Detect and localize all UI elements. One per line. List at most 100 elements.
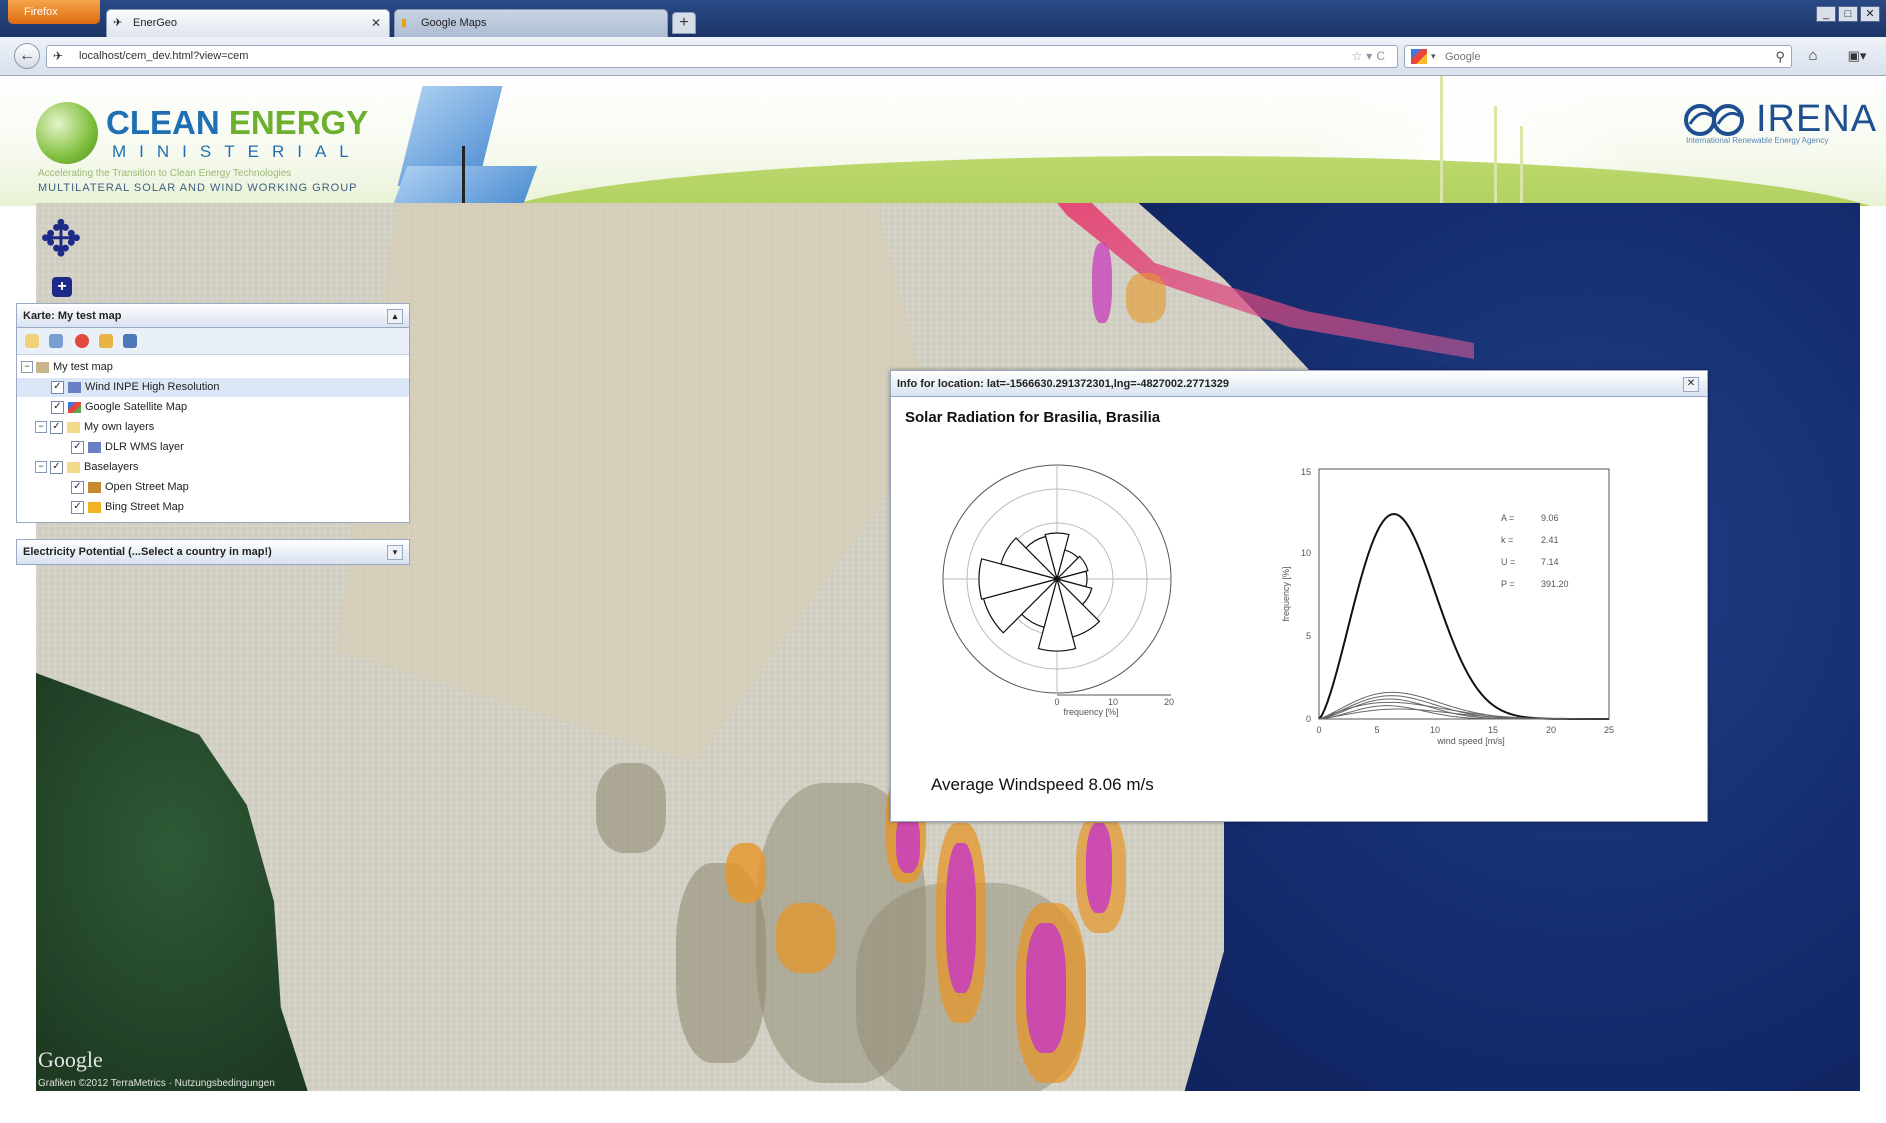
irena-logo-text: IRENA bbox=[1756, 98, 1878, 140]
y-ticks: 0 5 10 15 bbox=[1301, 467, 1311, 724]
layer-checkbox[interactable]: ✓ bbox=[51, 380, 64, 394]
tree-item-wind-inpe[interactable]: ✓Wind INPE High Resolution bbox=[17, 378, 409, 397]
tab-energeo[interactable]: ✈ EnerGeo ✕ bbox=[106, 9, 390, 37]
wind-turbine-decoration bbox=[1440, 76, 1443, 206]
clean-energy-globe-logo bbox=[36, 102, 98, 164]
layer-checkbox[interactable]: ✓ bbox=[71, 480, 84, 494]
tree-item-open-street-map[interactable]: ✓Open Street Map bbox=[71, 478, 189, 497]
layer-checkbox[interactable]: ✓ bbox=[71, 440, 84, 454]
add-layer-icon[interactable] bbox=[49, 334, 63, 348]
popup-heading: Solar Radiation for Brasilia, Brasilia bbox=[905, 409, 1161, 426]
rose-sector bbox=[1054, 555, 1089, 581]
tree-item-bing-street-map[interactable]: ✓Bing Street Map bbox=[71, 498, 184, 517]
expand-panel-icon[interactable]: ▾ bbox=[387, 545, 403, 560]
bookmarks-menu-icon[interactable]: ▣▾ bbox=[1847, 48, 1867, 63]
expand-toggle-icon[interactable]: − bbox=[21, 361, 33, 374]
rose-sector bbox=[1037, 576, 1077, 652]
electricity-potential-panel[interactable]: Electricity Potential (...Select a count… bbox=[16, 539, 410, 565]
tree-item-my-test-map[interactable]: −My test map bbox=[21, 358, 113, 377]
folder-icon bbox=[67, 421, 80, 433]
x-tick-label: 0 bbox=[1316, 725, 1321, 735]
tree-item-label: Google Satellite Map bbox=[85, 401, 188, 413]
edit-pencil-icon[interactable] bbox=[99, 334, 113, 348]
y-tick-label: 10 bbox=[1301, 548, 1311, 558]
map-pan-control-icon[interactable]: ✥ bbox=[40, 211, 82, 267]
maximize-icon[interactable]: □ bbox=[1838, 6, 1858, 22]
address-bar[interactable]: ✈ localhost/cem_dev.html?view=cem ☆▾C bbox=[46, 45, 1398, 68]
param-value: 7.14 bbox=[1541, 557, 1559, 567]
forest-satellite-area bbox=[36, 673, 315, 1091]
rose-tick: 20 bbox=[1164, 697, 1174, 707]
folder-icon bbox=[67, 461, 80, 473]
electricity-panel-title: Electricity Potential (...Select a count… bbox=[23, 546, 272, 558]
expand-toggle-icon[interactable]: − bbox=[35, 421, 47, 434]
layer-checkbox[interactable]: ✓ bbox=[50, 420, 63, 434]
ministerial-text: MINISTERIAL bbox=[112, 142, 362, 161]
layer-checkbox[interactable]: ✓ bbox=[50, 460, 63, 474]
param-name: P = bbox=[1501, 579, 1515, 589]
save-disk-icon[interactable] bbox=[123, 334, 137, 348]
home-icon[interactable]: ⌂ bbox=[1808, 47, 1818, 64]
wind-zone-orange bbox=[1126, 273, 1166, 323]
y-tick-label: 5 bbox=[1306, 631, 1311, 641]
bookmark-star-icon[interactable]: ☆▾C bbox=[1351, 49, 1389, 63]
expand-toggle-icon[interactable]: − bbox=[35, 461, 47, 474]
search-icon[interactable]: ⚲ bbox=[1775, 49, 1785, 64]
layer-tree-panel: Karte: My test map ▴ −My test map ✓Wind … bbox=[16, 303, 410, 523]
tree-item-my-own-layers[interactable]: −✓My own layers bbox=[35, 418, 154, 437]
green-hill-decoration bbox=[480, 156, 1886, 206]
distribution-curve bbox=[1318, 708, 1610, 720]
firefox-menu-button[interactable]: Firefox bbox=[8, 0, 100, 24]
info-popup-title: Info for location: lat=-1566630.29137230… bbox=[897, 378, 1230, 390]
close-window-icon[interactable]: ✕ bbox=[1860, 6, 1880, 22]
layer-checkbox[interactable]: ✓ bbox=[71, 500, 84, 514]
wind-zone-magenta bbox=[1026, 923, 1066, 1053]
layer-panel-header[interactable]: Karte: My test map ▴ bbox=[17, 304, 409, 328]
remove-layer-icon[interactable] bbox=[75, 334, 89, 348]
zoom-in-button[interactable]: + bbox=[52, 277, 72, 297]
energeo-icon: ✈ bbox=[113, 17, 123, 29]
tree-item-google-satellite[interactable]: ✓ Google Satellite Map bbox=[51, 398, 187, 417]
layer-panel-title: Karte: My test map bbox=[23, 310, 122, 322]
osm-layer-icon bbox=[88, 481, 101, 493]
location-info-popup: Info for location: lat=-1566630.29137230… bbox=[890, 370, 1708, 822]
clean-energy-logo-text: CLEAN ENERGY bbox=[106, 104, 369, 141]
chevron-down-icon[interactable]: ▾ bbox=[1431, 51, 1436, 61]
rose-sector bbox=[978, 558, 1060, 600]
tree-item-baselayers[interactable]: −✓Baselayers bbox=[35, 458, 138, 477]
param-value: 2.41 bbox=[1541, 535, 1559, 545]
x-axis-label: wind speed [m/s] bbox=[1436, 736, 1505, 746]
distribution-curves bbox=[1318, 512, 1610, 720]
close-popup-icon[interactable]: ✕ bbox=[1683, 377, 1699, 392]
collapse-panel-icon[interactable]: ▴ bbox=[387, 309, 403, 324]
param-value: 9.06 bbox=[1541, 513, 1559, 523]
minimize-icon[interactable]: _ bbox=[1816, 6, 1836, 22]
new-tab-button[interactable]: + bbox=[672, 12, 696, 34]
wind-turbine-decoration bbox=[1494, 106, 1497, 206]
search-input[interactable] bbox=[1445, 48, 1745, 65]
page-header: CLEAN ENERGY MINISTERIAL Accelerating th… bbox=[0, 76, 1886, 206]
tab-google-maps[interactable]: ▮ Google Maps bbox=[394, 9, 668, 37]
distribution-curve bbox=[1318, 701, 1610, 720]
back-button[interactable]: ← bbox=[14, 43, 40, 69]
rose-tick: 0 bbox=[1054, 697, 1059, 707]
wms-layer-icon bbox=[68, 381, 81, 393]
google-search-engine-icon[interactable] bbox=[1411, 49, 1427, 64]
param-name: U = bbox=[1501, 557, 1515, 567]
search-bar[interactable]: ▾ ⚲ bbox=[1404, 45, 1792, 68]
wind-zone-orange bbox=[776, 903, 836, 973]
rose-sector bbox=[1044, 532, 1070, 582]
x-tick-label: 15 bbox=[1488, 725, 1498, 735]
working-group-text: MULTILATERAL SOLAR AND WIND WORKING GROU… bbox=[38, 182, 358, 194]
map-attribution[interactable]: Grafiken ©2012 TerraMetrics · Nutzungsbe… bbox=[38, 1078, 275, 1089]
tab-close-icon[interactable]: ✕ bbox=[370, 16, 381, 30]
info-popup-header[interactable]: Info for location: lat=-1566630.29137230… bbox=[891, 371, 1707, 397]
layer-checkbox[interactable]: ✓ bbox=[51, 400, 64, 414]
site-identity-icon[interactable]: ✈ bbox=[53, 49, 64, 63]
tree-item-dlr-wms[interactable]: ✓DLR WMS layer bbox=[71, 438, 184, 457]
tab-label: Google Maps bbox=[421, 17, 487, 29]
map-folder-icon bbox=[36, 361, 49, 373]
param-name: k = bbox=[1501, 535, 1513, 545]
x-tick-label: 25 bbox=[1604, 725, 1614, 735]
open-folder-icon[interactable] bbox=[25, 334, 39, 348]
